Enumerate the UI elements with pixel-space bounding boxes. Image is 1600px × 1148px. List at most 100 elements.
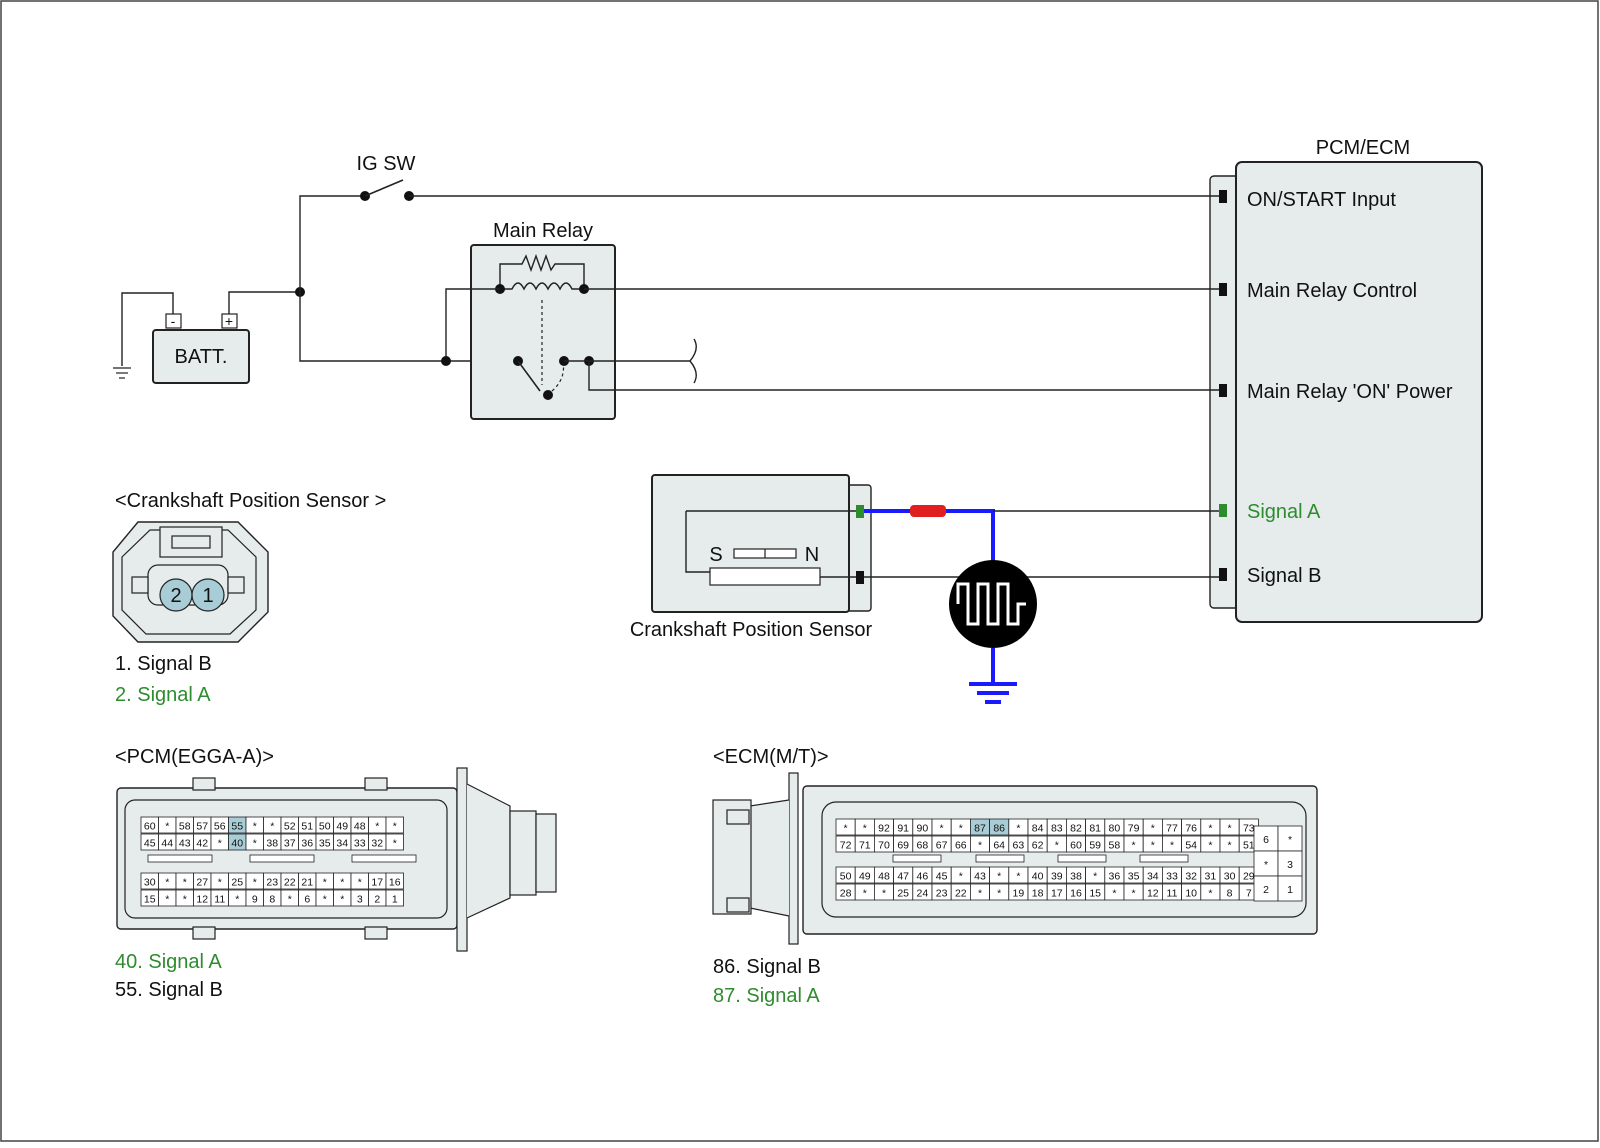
ecm-pin-label: * (997, 871, 1001, 883)
ecm-side-pin-label: 2 (1263, 884, 1269, 896)
ecm-pin-label: 10 (1185, 888, 1197, 900)
ckp-connector-right-tab (227, 576, 245, 594)
battery-label: BATT. (175, 346, 228, 368)
ecm-pin-label: * (1132, 840, 1136, 852)
pcm-pin-label: * (183, 877, 187, 889)
ecm-pin-label: 66 (955, 840, 967, 852)
pcm-pin-label: 30 (144, 877, 156, 889)
pcm-pin-label: 34 (336, 838, 348, 850)
battery-positive-wire (228, 291, 300, 314)
ecm-side-pin-cell (1253, 825, 1279, 852)
pcm-key-slot (249, 854, 315, 863)
ecm-pin-label: * (1151, 840, 1155, 852)
pcm-connector-flange (456, 767, 468, 952)
pcm-pin-label: 11 (214, 894, 225, 906)
ecm-pin-label: 36 (1109, 871, 1121, 883)
ecm-pin-label: * (1208, 823, 1212, 835)
ckp-connector-left-tab (131, 576, 149, 594)
pcm-pin-label: * (340, 894, 344, 906)
ecm-pin-label: 79 (1128, 823, 1140, 835)
pcm-pin-label: 42 (196, 838, 208, 850)
ecm-pin-label: 30 (1224, 871, 1236, 883)
sensor-box (651, 474, 850, 613)
pcm-connector-bottom-tab-1 (192, 926, 216, 940)
pcm-pin-label: 36 (301, 838, 313, 850)
sensor-coil (709, 567, 821, 586)
battery-minus-sign: - (171, 313, 176, 329)
ecm-pin-label: 70 (878, 840, 890, 852)
relay-resistor (499, 253, 585, 289)
pcm-pin-label: 8 (269, 894, 275, 906)
ecm-pin-label: 19 (1013, 888, 1025, 900)
ckp-pin-1 (191, 578, 225, 612)
ecm-pin-label: * (1112, 888, 1116, 900)
ecm-pin-label: 64 (993, 840, 1005, 852)
pcm-pin-label: 1 (392, 894, 398, 906)
sensor-coil-wire-left (685, 511, 710, 573)
ecm-pin-label: 29 (1243, 871, 1255, 883)
ecm-pin-label: 22 (955, 888, 967, 900)
pcm-pin-cell (385, 833, 404, 851)
relay-feed-junction (441, 356, 451, 366)
ecm-pin-label: 25 (897, 888, 909, 900)
battery-plus-sign: + (225, 313, 233, 329)
pcm-pin-label: * (165, 821, 169, 833)
pcm-pin-label: * (165, 894, 169, 906)
ecm-pin-label: 16 (1070, 888, 1082, 900)
ecm-connector-title: <ECM(M/T)> (713, 746, 829, 768)
pcm-pin-cell (385, 872, 404, 890)
pcm-terminal-main-relay-on-power (1219, 384, 1227, 397)
ecm-pin-label: 38 (1070, 871, 1082, 883)
ecm-pin-label: 50 (840, 871, 852, 883)
ecm-key-slot (1057, 854, 1107, 863)
pcm-pin-label: * (218, 838, 222, 850)
pcm-pin-label: 57 (196, 821, 208, 833)
pcm-connector-hood (466, 783, 511, 919)
pcm-pin-label: 44 (161, 838, 173, 850)
pcm-ecm-box (1235, 161, 1483, 623)
ecm-side-pin-cell (1253, 875, 1279, 902)
ecm-connector-flange (788, 772, 799, 945)
ecm-pin-label: 87 (974, 823, 986, 835)
ecm-pin-label: * (1016, 871, 1020, 883)
pcm-pin-cell (385, 816, 404, 834)
pcm-pin-label: 22 (284, 877, 296, 889)
pcm-pin-label: 15 (144, 894, 156, 906)
ecm-connector-boot-tab-1 (726, 809, 750, 825)
pcm-pin-label: 56 (214, 821, 226, 833)
ecm-side-pin-label: 3 (1287, 859, 1293, 871)
ecm-pin-label: 67 (936, 840, 948, 852)
ecm-pin-label: * (997, 888, 1001, 900)
power-circuit: BATT. - + IG SW (113, 153, 1219, 384)
pcm-pin-label: 2 (374, 894, 380, 906)
ecm-pin-label: 92 (878, 823, 890, 835)
ecm-pin-label: 31 (1205, 871, 1217, 883)
pcm-legend-1: 40. Signal A (115, 951, 222, 973)
pcm-pin-label: 45 (144, 838, 156, 850)
relay-coil (500, 282, 584, 291)
pcm-key-slot (351, 854, 417, 863)
pcm-pin-label: 3 (357, 894, 363, 906)
ecm-connector-hood (749, 799, 790, 917)
main-relay-label: Main Relay (493, 220, 593, 242)
pcm-pin-label: * (340, 877, 344, 889)
pcm-pin-label: * (253, 821, 257, 833)
pcm-pin-label: 38 (266, 838, 278, 850)
pcm-pin-label: 9 (252, 894, 258, 906)
ecm-legend-2: 87. Signal A (713, 985, 820, 1007)
ckp-connector-view: <Crankshaft Position Sensor > 2 1 1. Sig… (112, 490, 386, 706)
ckp-connector-inner-outline (121, 529, 257, 635)
pcm-terminal-signal-a (1219, 504, 1227, 517)
oscilloscope-symbol (949, 560, 1037, 648)
ecm-pin-label: * (978, 888, 982, 900)
ecm-pin-label: * (844, 823, 848, 835)
pcm-pin-label: 50 (319, 821, 331, 833)
pcm-pin-label: * (323, 877, 327, 889)
pcm-pin-label: 51 (301, 821, 313, 833)
ecm-pin-label: 7 (1246, 888, 1252, 900)
